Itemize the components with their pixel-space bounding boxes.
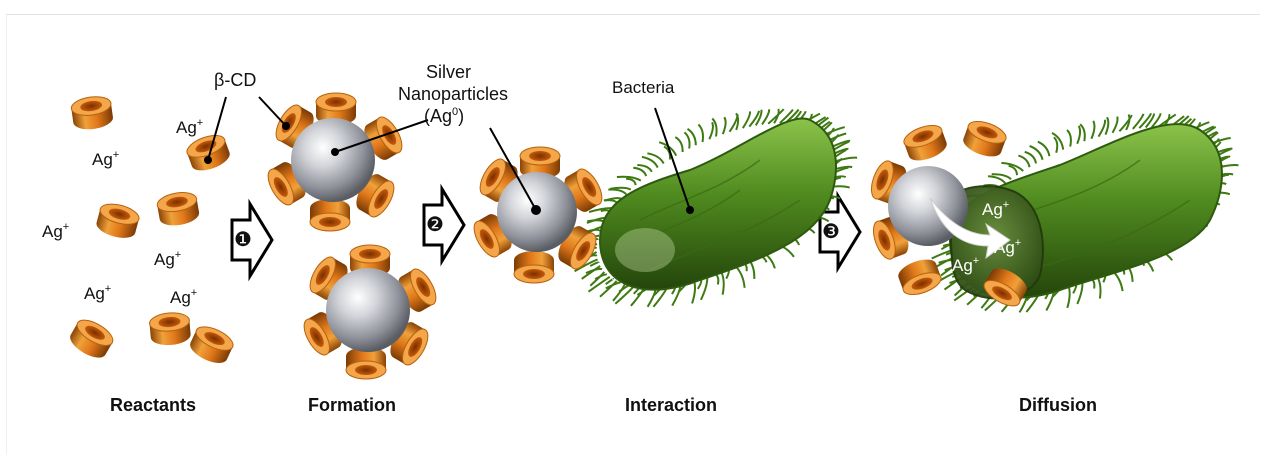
flagellum bbox=[675, 137, 682, 152]
flagellum bbox=[1018, 156, 1029, 168]
flagellum bbox=[1009, 166, 1017, 175]
flagellum bbox=[684, 132, 689, 148]
flagellum bbox=[613, 284, 625, 301]
cyclodextrin bbox=[156, 190, 201, 228]
cyclodextrin bbox=[94, 200, 141, 241]
flagellum bbox=[590, 272, 604, 286]
silver-ion: Ag+ bbox=[42, 222, 69, 242]
flagellum bbox=[988, 176, 1005, 183]
flagellum bbox=[723, 117, 726, 134]
flagellum bbox=[1091, 121, 1094, 139]
flagellum bbox=[1067, 130, 1071, 147]
cyclodextrin bbox=[70, 94, 114, 131]
flagellum bbox=[1139, 113, 1151, 128]
cyclodextrin bbox=[66, 315, 117, 363]
stage-title-diffusion: Diffusion bbox=[1019, 395, 1097, 416]
silver-ion: Ag+ bbox=[994, 238, 1021, 258]
flagellum bbox=[1113, 117, 1118, 133]
stage-title-formation: Formation bbox=[308, 395, 396, 416]
silver-ion: Ag+ bbox=[176, 118, 203, 138]
stage-title-reactants: Reactants bbox=[110, 395, 196, 416]
cyclodextrin bbox=[149, 311, 192, 346]
bacterium-interaction bbox=[575, 109, 858, 307]
silver-label-line3: (Ag0) bbox=[424, 106, 464, 127]
silver-label-line2: Nanoparticles bbox=[398, 84, 508, 105]
nanoparticle-bottom bbox=[299, 245, 441, 379]
flagellum bbox=[721, 271, 724, 295]
step-number-2: ❷ bbox=[426, 212, 444, 237]
flagellum bbox=[610, 188, 631, 190]
silver-ion: Ag+ bbox=[952, 256, 979, 276]
silver-ion: Ag+ bbox=[154, 250, 181, 270]
reactants-group bbox=[66, 94, 236, 367]
silver-ion: Ag+ bbox=[92, 150, 119, 170]
silver-ion: Ag+ bbox=[982, 200, 1009, 220]
flagellum bbox=[1099, 120, 1106, 137]
flagellum bbox=[833, 158, 857, 162]
step-number-1: ❶ bbox=[234, 227, 252, 252]
silver-ion: Ag+ bbox=[170, 288, 197, 308]
stage-title-interaction: Interaction bbox=[625, 395, 717, 416]
flagellum bbox=[709, 122, 713, 139]
silver-ion: Ag+ bbox=[84, 284, 111, 304]
flagellum bbox=[626, 179, 636, 185]
silver-label-line1: Silver bbox=[426, 62, 471, 83]
flagellum bbox=[608, 190, 626, 195]
flagellum bbox=[698, 125, 703, 143]
nanoparticle-interaction bbox=[469, 147, 607, 283]
flagellum bbox=[1030, 146, 1043, 160]
step-number-3: ❸ bbox=[822, 219, 840, 244]
flagellum bbox=[762, 109, 769, 124]
flagellum bbox=[1077, 126, 1080, 144]
flagellum bbox=[647, 153, 663, 163]
flagellum bbox=[1054, 137, 1057, 153]
bacteria-label: Bacteria bbox=[612, 78, 674, 98]
flagellum bbox=[633, 168, 646, 176]
cyclodextrin bbox=[187, 322, 237, 368]
nanoparticle-top bbox=[263, 93, 407, 231]
beta-cd-label: β-CD bbox=[214, 70, 256, 91]
